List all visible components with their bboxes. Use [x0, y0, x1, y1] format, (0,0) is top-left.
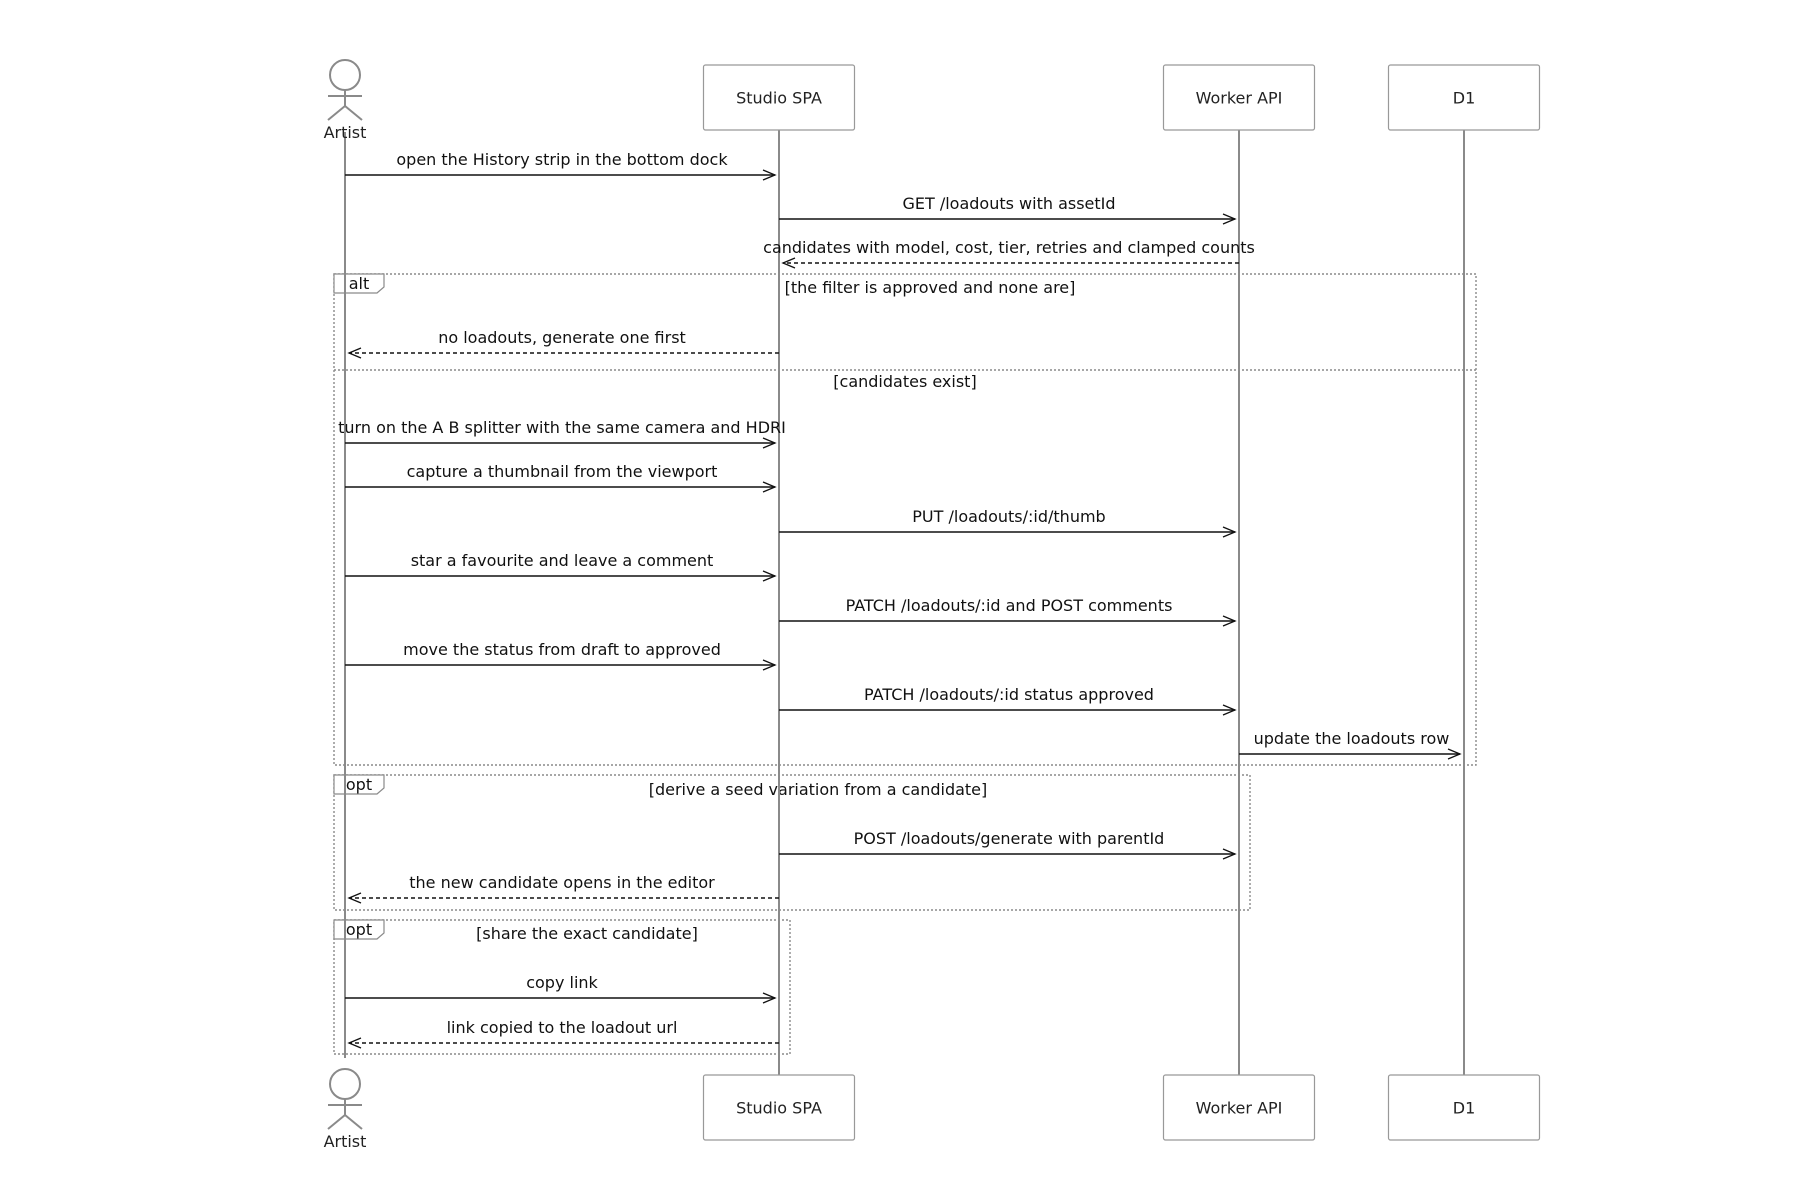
frame-border	[333, 774, 1251, 911]
message: no loadouts, generate one first	[347, 328, 779, 359]
message: open the History strip in the bottom doc…	[345, 150, 777, 181]
participant-label: D1	[1453, 89, 1476, 108]
message-label: star a favourite and leave a comment	[411, 551, 714, 570]
participant-spa-bottom: Studio SPA	[702, 1074, 856, 1141]
message: PATCH /loadouts/:id and POST comments	[779, 596, 1237, 627]
participant-box	[702, 1074, 856, 1141]
frame-tag	[333, 273, 385, 294]
participant-label: D1	[1453, 1099, 1476, 1118]
message: turn on the A B splitter with the same c…	[338, 418, 786, 449]
participant-label: Worker API	[1196, 1099, 1283, 1118]
participant-d1-bottom: D1	[1387, 1074, 1541, 1141]
participant-label: Worker API	[1196, 89, 1283, 108]
arrowhead-icon	[1222, 848, 1237, 860]
frame-border	[333, 273, 1477, 766]
message: POST /loadouts/generate with parentId	[779, 829, 1237, 860]
participant-label: Studio SPA	[736, 1099, 822, 1118]
arrowhead-icon	[781, 257, 796, 269]
frame-condition: [share the exact candidate]	[476, 924, 698, 943]
message-label: link copied to the loadout url	[447, 1018, 678, 1037]
message: move the status from draft to approved	[345, 640, 777, 671]
participant-artist-bottom: Artist	[324, 1068, 367, 1151]
message: PUT /loadouts/:id/thumb	[779, 507, 1237, 538]
frame-type-label: opt	[346, 775, 372, 794]
participant-label: Artist	[324, 123, 367, 142]
frame-border	[333, 919, 791, 1055]
message: GET /loadouts with assetId	[779, 194, 1237, 225]
participant-spa-top: Studio SPA	[702, 64, 856, 131]
arrowhead-icon	[762, 481, 777, 493]
message: copy link	[345, 973, 777, 1004]
frame-opt-1: opt [derive a seed variation from a candi…	[333, 774, 1251, 911]
arrowhead-icon	[762, 570, 777, 582]
actor-head-icon	[329, 1068, 361, 1100]
participant-box	[1387, 64, 1541, 131]
arrowhead-icon	[1222, 526, 1237, 538]
message-label: the new candidate opens in the editor	[409, 873, 715, 892]
frame-tag	[333, 774, 385, 795]
participant-api-top: Worker API	[1162, 64, 1316, 131]
message: candidates with model, cost, tier, retri…	[763, 238, 1255, 269]
arrowhead-icon	[762, 659, 777, 671]
frames-layer: alt [the filter is approved and none are]…	[333, 273, 1477, 1055]
frame-condition: [derive a seed variation from a candidat…	[649, 780, 988, 799]
participant-label: Studio SPA	[736, 89, 822, 108]
messages-layer: open the History strip in the bottom doc…	[338, 150, 1462, 1049]
arrowhead-icon	[762, 169, 777, 181]
message: star a favourite and leave a comment	[345, 551, 777, 582]
actor-left-leg-icon	[327, 1114, 346, 1130]
participant-artist-top: Artist	[324, 59, 367, 142]
participant-api-bottom: Worker API	[1162, 1074, 1316, 1141]
frame-condition: [candidates exist]	[833, 372, 976, 391]
message: link copied to the loadout url	[347, 1018, 779, 1049]
frame-opt-2: opt [share the exact candidate]	[333, 919, 791, 1055]
arrowhead-icon	[347, 1037, 362, 1049]
frame-tag	[333, 919, 385, 940]
message-label: PATCH /loadouts/:id and POST comments	[846, 596, 1173, 615]
participant-d1-top: D1	[1387, 64, 1541, 131]
arrowhead-icon	[1222, 615, 1237, 627]
arrowhead-icon	[1222, 213, 1237, 225]
actor-right-leg-icon	[344, 105, 363, 121]
actor-head-icon	[329, 59, 361, 91]
participant-box	[702, 64, 856, 131]
message-label: candidates with model, cost, tier, retri…	[763, 238, 1255, 257]
frame-condition: [the filter is approved and none are]	[785, 278, 1076, 297]
arrowhead-icon	[1447, 748, 1462, 760]
arrowhead-icon	[762, 992, 777, 1004]
message-label: GET /loadouts with assetId	[902, 194, 1115, 213]
message-label: open the History strip in the bottom doc…	[396, 150, 728, 169]
arrowhead-icon	[347, 892, 362, 904]
message-label: PATCH /loadouts/:id status approved	[864, 685, 1154, 704]
participant-box	[1162, 64, 1316, 131]
frame-type-label: alt	[349, 274, 370, 293]
message-label: PUT /loadouts/:id/thumb	[912, 507, 1105, 526]
lifelines-layer	[344, 130, 1465, 1075]
actor-left-leg-icon	[327, 105, 346, 121]
participant-box	[1387, 1074, 1541, 1141]
actor-right-leg-icon	[344, 1114, 363, 1130]
frame-alt-0: alt [the filter is approved and none are]…	[333, 273, 1477, 766]
message-label: no loadouts, generate one first	[438, 328, 686, 347]
message: PATCH /loadouts/:id status approved	[779, 685, 1237, 716]
message-label: capture a thumbnail from the viewport	[407, 462, 718, 481]
participant-label: Artist	[324, 1132, 367, 1151]
message-label: POST /loadouts/generate with parentId	[854, 829, 1165, 848]
participant-box	[1162, 1074, 1316, 1141]
arrowhead-icon	[1222, 704, 1237, 716]
message-label: move the status from draft to approved	[403, 640, 721, 659]
message-label: turn on the A B splitter with the same c…	[338, 418, 786, 437]
frame-type-label: opt	[346, 920, 372, 939]
message: capture a thumbnail from the viewport	[345, 462, 777, 493]
message: the new candidate opens in the editor	[347, 873, 779, 904]
arrowhead-icon	[347, 347, 362, 359]
message-label: copy link	[526, 973, 598, 992]
arrowhead-icon	[762, 437, 777, 449]
message-label: update the loadouts row	[1254, 729, 1450, 748]
message: update the loadouts row	[1239, 729, 1462, 760]
